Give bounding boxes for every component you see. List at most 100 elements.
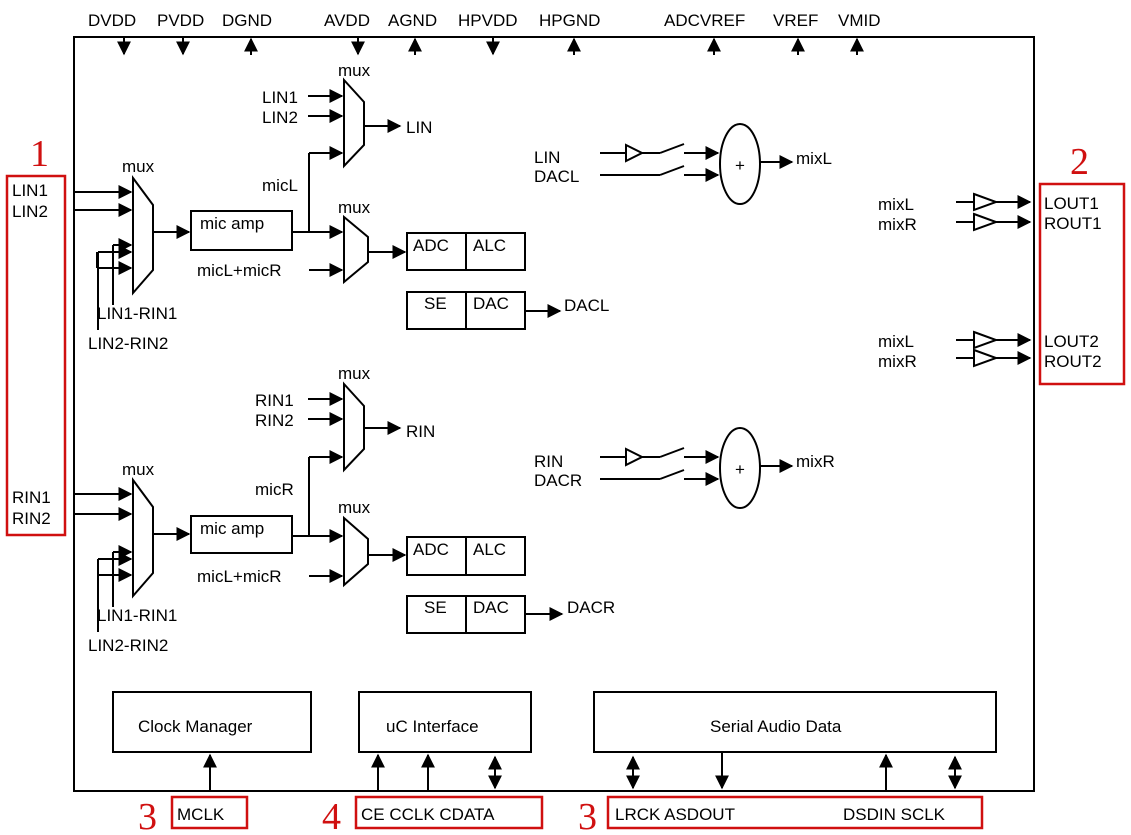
adc-mux-in: micL+micR [197, 567, 282, 586]
mixer [719, 427, 761, 509]
mixer-label: + [735, 156, 745, 175]
pin-pvdd: PVDD [157, 11, 204, 30]
diff-lin2-rin2: LIN2-RIN2 [88, 636, 168, 655]
output-rout2: ROUT2 [1044, 352, 1102, 371]
out2-in-mixr: mixR [878, 352, 917, 371]
mix-in-1: LIN [534, 148, 560, 167]
mic-label: micR [255, 480, 294, 499]
uc-interface [358, 691, 532, 753]
mix-out: mixR [796, 452, 835, 471]
dac-out: DACL [564, 296, 609, 315]
mixer [719, 123, 761, 205]
mic-amp-label: mic amp [200, 519, 264, 538]
input-mux-label: mux [122, 157, 155, 176]
mix-buffer [625, 143, 645, 163]
pin-control: CE CCLK CDATA [361, 805, 495, 824]
output-lout2: LOUT2 [1044, 332, 1099, 351]
sel-in-1: RIN1 [255, 391, 294, 410]
pin-dgnd: DGND [222, 11, 272, 30]
adc-mux-in: micL+micR [197, 261, 282, 280]
mix-out: mixL [796, 149, 832, 168]
pin-mclk: MCLK [177, 805, 225, 824]
se-block [406, 595, 467, 634]
sel-mux-label: mux [338, 61, 371, 80]
serial-audio-label: Serial Audio Data [710, 717, 842, 736]
pin-hpvdd: HPVDD [458, 11, 518, 30]
out1-in-mixr: mixR [878, 215, 917, 234]
group-box-audio [606, 795, 984, 830]
output-rout1: ROUT1 [1044, 214, 1102, 233]
pin-dvdd: DVDD [88, 11, 136, 30]
mixer-label: + [735, 460, 745, 479]
mic-amp-label: mic amp [200, 214, 264, 233]
adc-block [406, 536, 467, 576]
mix-in-2: DACL [534, 167, 579, 186]
out2-in-mixl: mixL [878, 332, 914, 351]
se-label: SE [424, 294, 447, 313]
mix-buffer [625, 447, 645, 467]
left-channel: mux LIN1-RIN1 LIN2-RIN2 mic amp micL mux… [74, 61, 832, 353]
input-lin2: LIN2 [12, 202, 48, 221]
sel-mux-label: mux [338, 364, 371, 383]
pin-audio-left: LRCK ASDOUT [615, 805, 735, 824]
pin-audio-right: DSDIN SCLK [843, 805, 946, 824]
group-number-right: 2 [1070, 141, 1089, 183]
bottom-blocks: Clock Manager uC Interface Serial Audio … [112, 691, 997, 824]
input-rin1: RIN1 [12, 488, 51, 507]
mic-amp [190, 210, 293, 251]
alc-label: ALC [473, 236, 506, 255]
adc-block [406, 232, 467, 271]
top-pins: DVDD PVDD DGND AVDD AGND HPVDD HPGND ADC… [88, 11, 881, 56]
diff-lin1-rin1: LIN1-RIN1 [97, 606, 177, 625]
adc-label: ADC [413, 540, 449, 559]
group-box-mclk [170, 795, 249, 830]
input-lin1: LIN1 [12, 181, 48, 200]
group-number-audio: 3 [578, 796, 597, 835]
adc-mux [343, 214, 369, 285]
input-rin2: RIN2 [12, 509, 51, 528]
sel-in-2: LIN2 [262, 108, 298, 127]
se-label: SE [424, 598, 447, 617]
group-number-control: 4 [322, 796, 341, 835]
mic-amp [190, 515, 293, 554]
adc-mux-label: mux [338, 498, 371, 517]
se-block [406, 291, 467, 330]
sel-in-1: LIN1 [262, 88, 298, 107]
input-mux [132, 174, 154, 296]
output-drivers: mixL mixR LOUT1 ROUT1 mixL mixR LOUT2 RO… [878, 192, 1102, 371]
annotations: 1 2 3 4 3 [5, 133, 1126, 835]
output-lout1: LOUT1 [1044, 194, 1099, 213]
pin-agnd: AGND [388, 11, 437, 30]
dac-label: DAC [473, 294, 509, 313]
alc-block [465, 536, 526, 576]
pin-adcvref: ADCVREF [664, 11, 745, 30]
alc-label: ALC [473, 540, 506, 559]
dac-label: DAC [473, 598, 509, 617]
group-box-outputs [1038, 182, 1126, 386]
sel-out: RIN [406, 422, 435, 441]
diff-lin2-rin2: LIN2-RIN2 [88, 334, 168, 353]
pin-vmid: VMID [838, 11, 881, 30]
right-channel: mux LIN1-RIN1 LIN2-RIN2 mic amp micR mux… [74, 364, 835, 655]
dac-out: DACR [567, 598, 615, 617]
adc-label: ADC [413, 236, 449, 255]
chip-boundary [73, 36, 1035, 792]
input-mux-label: mux [122, 460, 155, 479]
mix-in-2: DACR [534, 471, 582, 490]
mix-in-1: RIN [534, 452, 563, 471]
alc-block [465, 232, 526, 271]
group-number-left: 1 [30, 133, 49, 175]
sel-mux [343, 77, 365, 169]
mic-label: micL [262, 176, 298, 195]
pin-hpgnd: HPGND [539, 11, 600, 30]
out1-in-mixl: mixL [878, 195, 914, 214]
sel-out: LIN [406, 118, 432, 137]
sel-mux [343, 381, 365, 473]
sel-in-2: RIN2 [255, 411, 294, 430]
diff-lin1-rin1: LIN1-RIN1 [97, 304, 177, 323]
serial-audio-data [593, 691, 997, 753]
clock-manager [112, 691, 312, 753]
group-box-control [354, 795, 544, 830]
adc-mux-label: mux [338, 198, 371, 217]
